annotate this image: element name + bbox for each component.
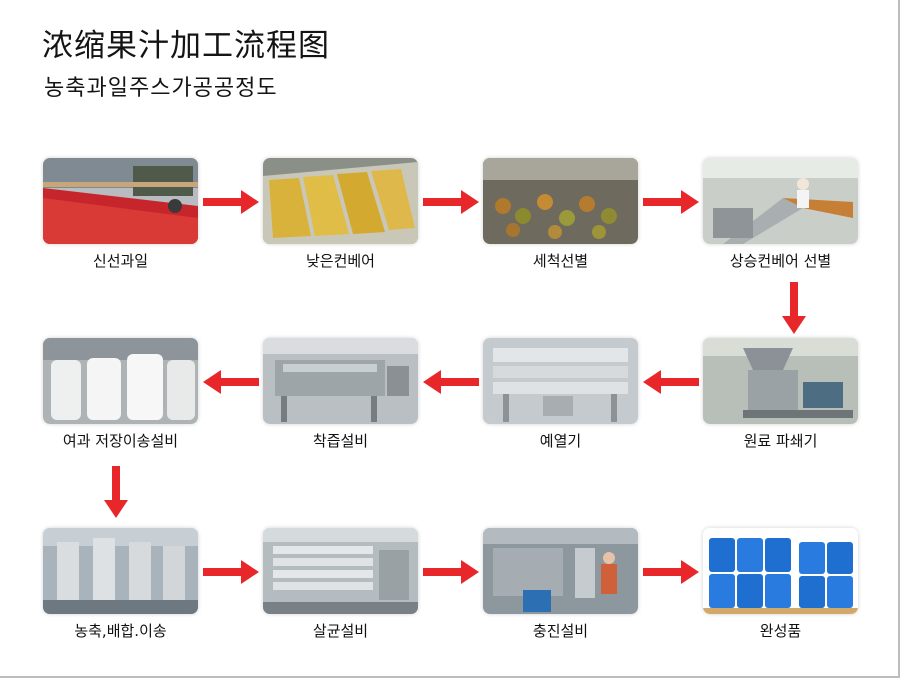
step-filter-storage-transfer: 여과 저장이송설비 (43, 338, 198, 450)
fresh-fruit-photo (43, 158, 198, 244)
step-label: 예열기 (539, 432, 582, 450)
right-arrow-icon (423, 190, 479, 214)
right-arrow-icon (203, 190, 259, 214)
step-label: 원료 파쇄기 (743, 432, 818, 450)
diagram-title-korean: 농축과일주스가공공정도 (44, 76, 278, 101)
step-filling: 충진설비 (483, 528, 638, 640)
sterilizer-photo (263, 528, 418, 614)
step-label: 낮은컨베어 (305, 252, 375, 270)
step-washing-sorting: 세척선별 (483, 158, 638, 270)
step-low-conveyor: 낮은컨베어 (263, 158, 418, 270)
frame-edge (898, 0, 900, 678)
filling-machine-photo (483, 528, 638, 614)
step-fresh-fruit: 신선과일 (43, 158, 198, 270)
left-arrow-icon (423, 370, 479, 394)
washing-sorting-photo (483, 158, 638, 244)
step-preheater: 예열기 (483, 338, 638, 450)
step-concentrate-blend-transfer: 농축,배합.이송 (43, 528, 198, 640)
step-label: 신선과일 (92, 252, 149, 270)
step-label: 상승컨베어 선별 (729, 252, 832, 270)
left-arrow-icon (203, 370, 259, 394)
crusher-photo (703, 338, 858, 424)
step-crusher: 원료 파쇄기 (703, 338, 858, 450)
right-arrow-icon (643, 560, 699, 584)
incline-conveyor-photo (703, 158, 858, 244)
left-arrow-icon (643, 370, 699, 394)
step-label: 완성품 (759, 622, 802, 640)
step-label: 농축,배합.이송 (74, 622, 167, 640)
step-label: 충진설비 (532, 622, 589, 640)
finished-drums-photo (703, 528, 858, 614)
step-incline-conveyor-sorting: 상승컨베어 선별 (703, 158, 858, 270)
diagram-title-chinese: 浓缩果汁加工流程图 (42, 28, 330, 64)
juice-press-photo (263, 338, 418, 424)
step-label: 여과 저장이송설비 (62, 432, 179, 450)
storage-tanks-photo (43, 338, 198, 424)
evaporator-photo (43, 528, 198, 614)
step-finished-product: 완성품 (703, 528, 858, 640)
down-arrow-icon (104, 466, 128, 518)
step-sterilization: 살균설비 (263, 528, 418, 640)
step-juice-press: 착즙설비 (263, 338, 418, 450)
step-label: 세척선별 (532, 252, 589, 270)
frame-edge (0, 676, 900, 678)
step-label: 살균설비 (312, 622, 369, 640)
right-arrow-icon (203, 560, 259, 584)
down-arrow-icon (782, 282, 806, 334)
step-label: 착즙설비 (312, 432, 369, 450)
right-arrow-icon (643, 190, 699, 214)
right-arrow-icon (423, 560, 479, 584)
low-conveyor-photo (263, 158, 418, 244)
preheater-photo (483, 338, 638, 424)
